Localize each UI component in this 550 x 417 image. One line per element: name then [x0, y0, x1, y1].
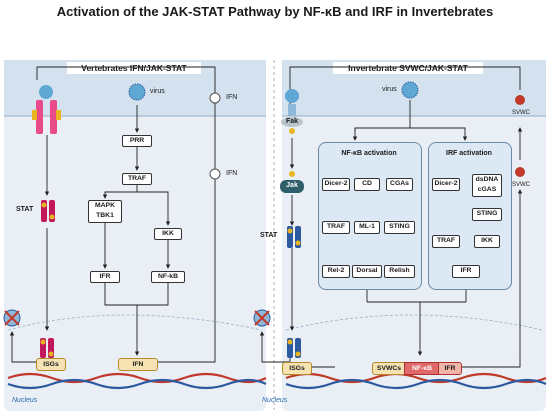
ifr-box-irf: IFR	[452, 265, 480, 278]
sting-box-nfkb: STING	[384, 221, 415, 234]
fak-label: Fak	[285, 118, 299, 125]
dicer2-box-irf: Dicer-2	[432, 178, 460, 191]
left-ifn-top-label: IFN	[226, 94, 238, 101]
blocked-virus-icon-right	[253, 309, 271, 327]
dsdna-cgas-box: dsDNA cGAS	[472, 174, 502, 197]
left-stat-label: STAT	[16, 206, 34, 213]
svwcs-gene: SVWCs	[372, 362, 406, 375]
ifn-receptor-icon	[32, 85, 61, 134]
ikk-box-irf: IKK	[474, 235, 500, 248]
ifn-icon-mid	[209, 168, 221, 180]
left-nucleus-label: Nucleus	[12, 397, 38, 404]
traf-box-nfkb: TRAF	[322, 221, 350, 234]
irf-activation-heading: IRF activation	[446, 150, 492, 157]
nuclear-stat-icon	[40, 338, 54, 358]
dorsal-box: Dorsal	[352, 265, 382, 278]
ml1-box: ML-1	[354, 221, 380, 234]
figure-title: Activation of the JAK-STAT Pathway by NF…	[56, 4, 494, 19]
right-nuclear-stat-icon	[287, 338, 301, 358]
left-panel-heading: Vertebrates IFN/JAK-STAT	[67, 62, 201, 74]
cd-box: CD	[354, 178, 380, 191]
nfkb-gene: NF-κB	[404, 362, 440, 375]
prr-box: PRR	[122, 135, 152, 147]
isgs-gene-left: ISGs	[36, 358, 66, 371]
jak-label: Jak	[286, 182, 298, 189]
ikk-box-left: IKK	[154, 228, 182, 240]
right-nucleus-label: Nucleus	[262, 397, 288, 404]
dna-left	[7, 372, 267, 390]
right-stat-dimer-icon	[287, 226, 301, 248]
dicer2-box-nfkb: Dicer-2	[322, 178, 350, 191]
right-virus-label: virus	[382, 86, 397, 93]
traf-box-irf: TRAF	[432, 235, 460, 248]
ifr-gene: IFR	[438, 362, 462, 375]
right-stat-label: STAT	[260, 232, 278, 239]
virus-icon-left	[128, 83, 146, 101]
mapk-tbk1-box: MAPK TBK1	[88, 200, 122, 223]
fak-receptor-icon	[281, 89, 303, 134]
svwc-mid-label: SVWC	[512, 182, 530, 188]
cgas-box: CGAs	[386, 178, 413, 191]
dna-right	[285, 372, 547, 390]
isgs-gene-right: ISGs	[282, 362, 312, 375]
sting-box-irf: STING	[472, 208, 502, 221]
left-ifn-mid-label: IFN	[226, 170, 238, 177]
relish-box: Relish	[384, 265, 415, 278]
ifn-gene-left: IFN	[118, 358, 158, 371]
rel2-box: Rel-2	[322, 265, 350, 278]
svwc-icon-top	[515, 95, 525, 105]
blocked-virus-icon-left	[3, 309, 21, 327]
jak-icon	[280, 171, 304, 193]
left-virus-label: virus	[150, 88, 165, 95]
right-panel-heading: Invertebrate SVWC/JAK-STAT	[333, 62, 483, 74]
nfkb-activation-heading: NF-κB activation	[341, 150, 397, 157]
virus-icon-right	[401, 81, 419, 99]
svwc-icon-mid	[515, 167, 525, 177]
traf-box-left: TRAF	[122, 173, 152, 185]
stat-dimer-icon	[41, 200, 55, 222]
ifr-box-left: IFR	[90, 271, 120, 283]
ifn-icon-top	[209, 92, 221, 104]
svwc-top-label: SVWC	[512, 110, 530, 116]
nfkb-box-left: NF-kB	[151, 271, 185, 283]
